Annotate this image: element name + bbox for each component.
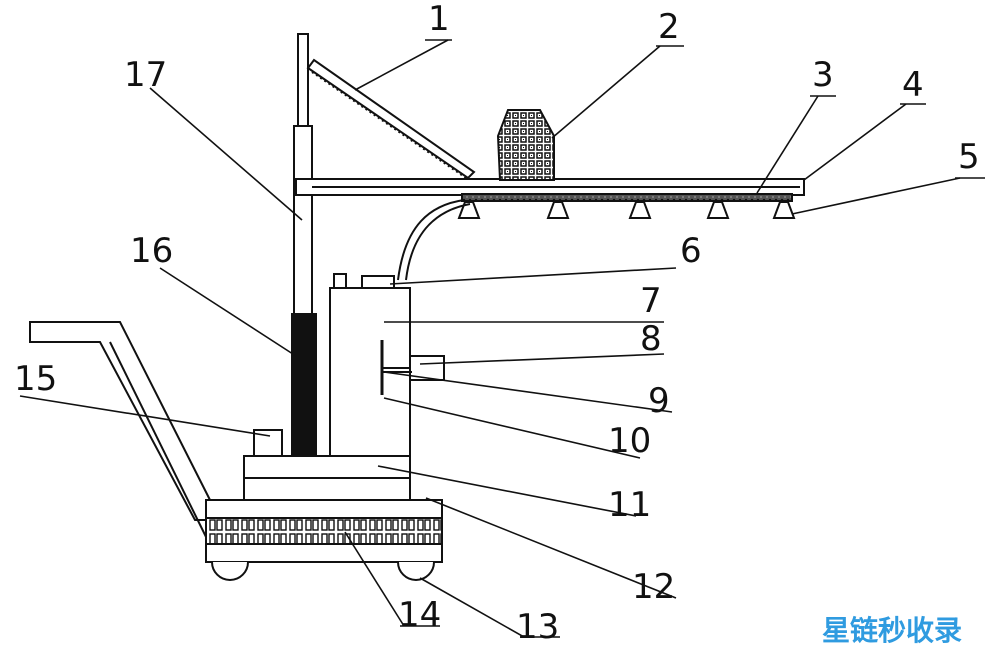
label-1: 1 bbox=[428, 0, 450, 39]
leader-lines bbox=[19, 39, 985, 638]
diagonal-brace bbox=[306, 58, 476, 180]
spray-tube bbox=[461, 193, 793, 202]
label-12: 12 bbox=[632, 567, 675, 607]
label-17: 17 bbox=[124, 55, 167, 95]
mast-upper bbox=[297, 33, 309, 127]
crawler-track bbox=[205, 517, 443, 545]
hose bbox=[397, 199, 465, 281]
material-block bbox=[496, 109, 555, 181]
label-14: 14 bbox=[398, 595, 441, 635]
nozzles bbox=[457, 201, 796, 219]
label-10: 10 bbox=[608, 421, 651, 461]
chassis bbox=[205, 499, 443, 519]
label-3: 3 bbox=[812, 55, 834, 95]
wheel-right bbox=[397, 561, 435, 581]
hydraulic-cylinder bbox=[291, 313, 317, 457]
watermark-text: 星链秒收录 bbox=[822, 614, 962, 647]
label-4: 4 bbox=[902, 65, 924, 105]
base-plate bbox=[243, 477, 411, 501]
label-13: 13 bbox=[516, 607, 559, 647]
label-8: 8 bbox=[640, 319, 662, 359]
wheel-left bbox=[211, 561, 249, 581]
label-9: 9 bbox=[648, 381, 670, 421]
label-15: 15 bbox=[14, 359, 57, 399]
label-5: 5 bbox=[958, 137, 980, 177]
label-11: 11 bbox=[608, 485, 651, 525]
tank-cap bbox=[333, 273, 347, 289]
label-6: 6 bbox=[680, 231, 702, 271]
mast-middle bbox=[293, 125, 313, 317]
label-2: 2 bbox=[658, 7, 680, 47]
label-16: 16 bbox=[130, 231, 173, 271]
label-7: 7 bbox=[640, 281, 662, 321]
float-valve bbox=[409, 355, 445, 381]
